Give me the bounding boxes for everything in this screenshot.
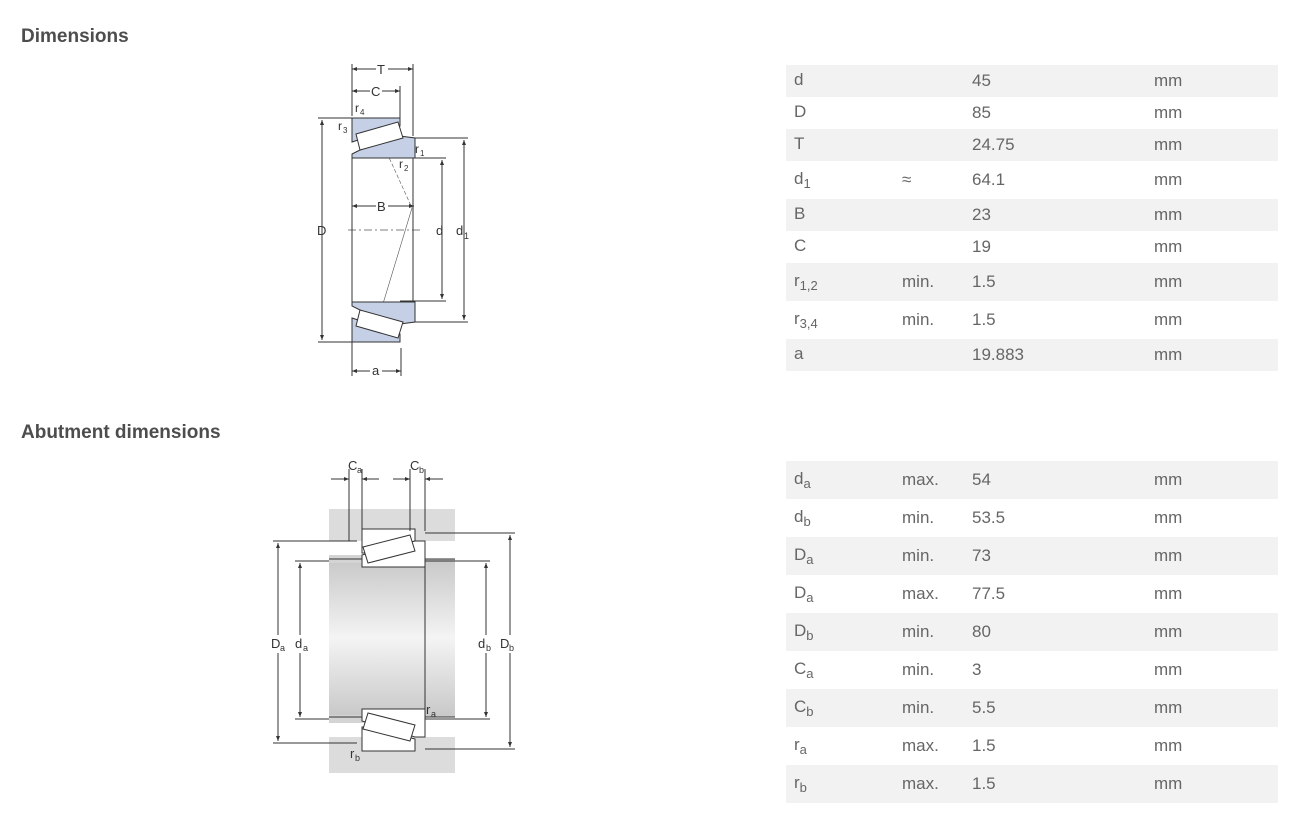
- dimensions-title: Dimensions: [21, 26, 129, 47]
- label-r2-sub: 2: [404, 164, 409, 173]
- label-a: a: [372, 363, 380, 378]
- label-Db-sub: b: [509, 643, 514, 653]
- abutment-dimensions-title: Abutment dimensions: [21, 422, 221, 443]
- label-Db: D: [500, 636, 509, 651]
- label-Ca: C: [348, 458, 357, 473]
- label-rb: r: [350, 746, 355, 761]
- label-db-sub: b: [486, 643, 491, 653]
- abutment-dimensions-diagram: C a C b D a d a d b D b r a r b: [265, 455, 525, 785]
- abutment-dimensions-svg: C a C b D a d a d b D b r a r b: [269, 458, 521, 773]
- label-C: C: [371, 84, 380, 99]
- bearing-dimensions-diagram: T C B a D d d 1 r 4 r 3 r 1 r 2: [300, 58, 500, 388]
- label-Da: D: [271, 636, 280, 651]
- label-r3-sub: 3: [343, 126, 348, 135]
- label-Cb: C: [410, 458, 419, 473]
- label-r3: r: [338, 119, 342, 133]
- label-B: B: [377, 199, 386, 214]
- label-d1-sub: 1: [464, 231, 469, 241]
- label-rb-sub: b: [355, 753, 360, 763]
- label-da: d: [295, 636, 302, 651]
- label-ra: r: [426, 702, 431, 717]
- label-r2: r: [399, 157, 403, 171]
- bearing-dimensions-svg: T C B a D d d 1 r 4 r 3 r 1 r 2: [317, 62, 469, 378]
- label-da-sub: a: [303, 643, 308, 653]
- label-Ca-sub: a: [357, 465, 362, 475]
- label-D: D: [317, 223, 326, 238]
- label-r4: r: [355, 101, 359, 115]
- label-r1: r: [415, 142, 419, 156]
- label-d1: d: [456, 223, 463, 238]
- label-r4-sub: 4: [360, 108, 365, 117]
- label-r1-sub: 1: [420, 149, 425, 158]
- label-T: T: [377, 62, 385, 77]
- label-Cb-sub: b: [419, 465, 424, 475]
- label-Da-sub: a: [280, 643, 285, 653]
- label-d: d: [436, 223, 443, 238]
- label-db: d: [478, 636, 485, 651]
- label-ra-sub: a: [431, 709, 436, 719]
